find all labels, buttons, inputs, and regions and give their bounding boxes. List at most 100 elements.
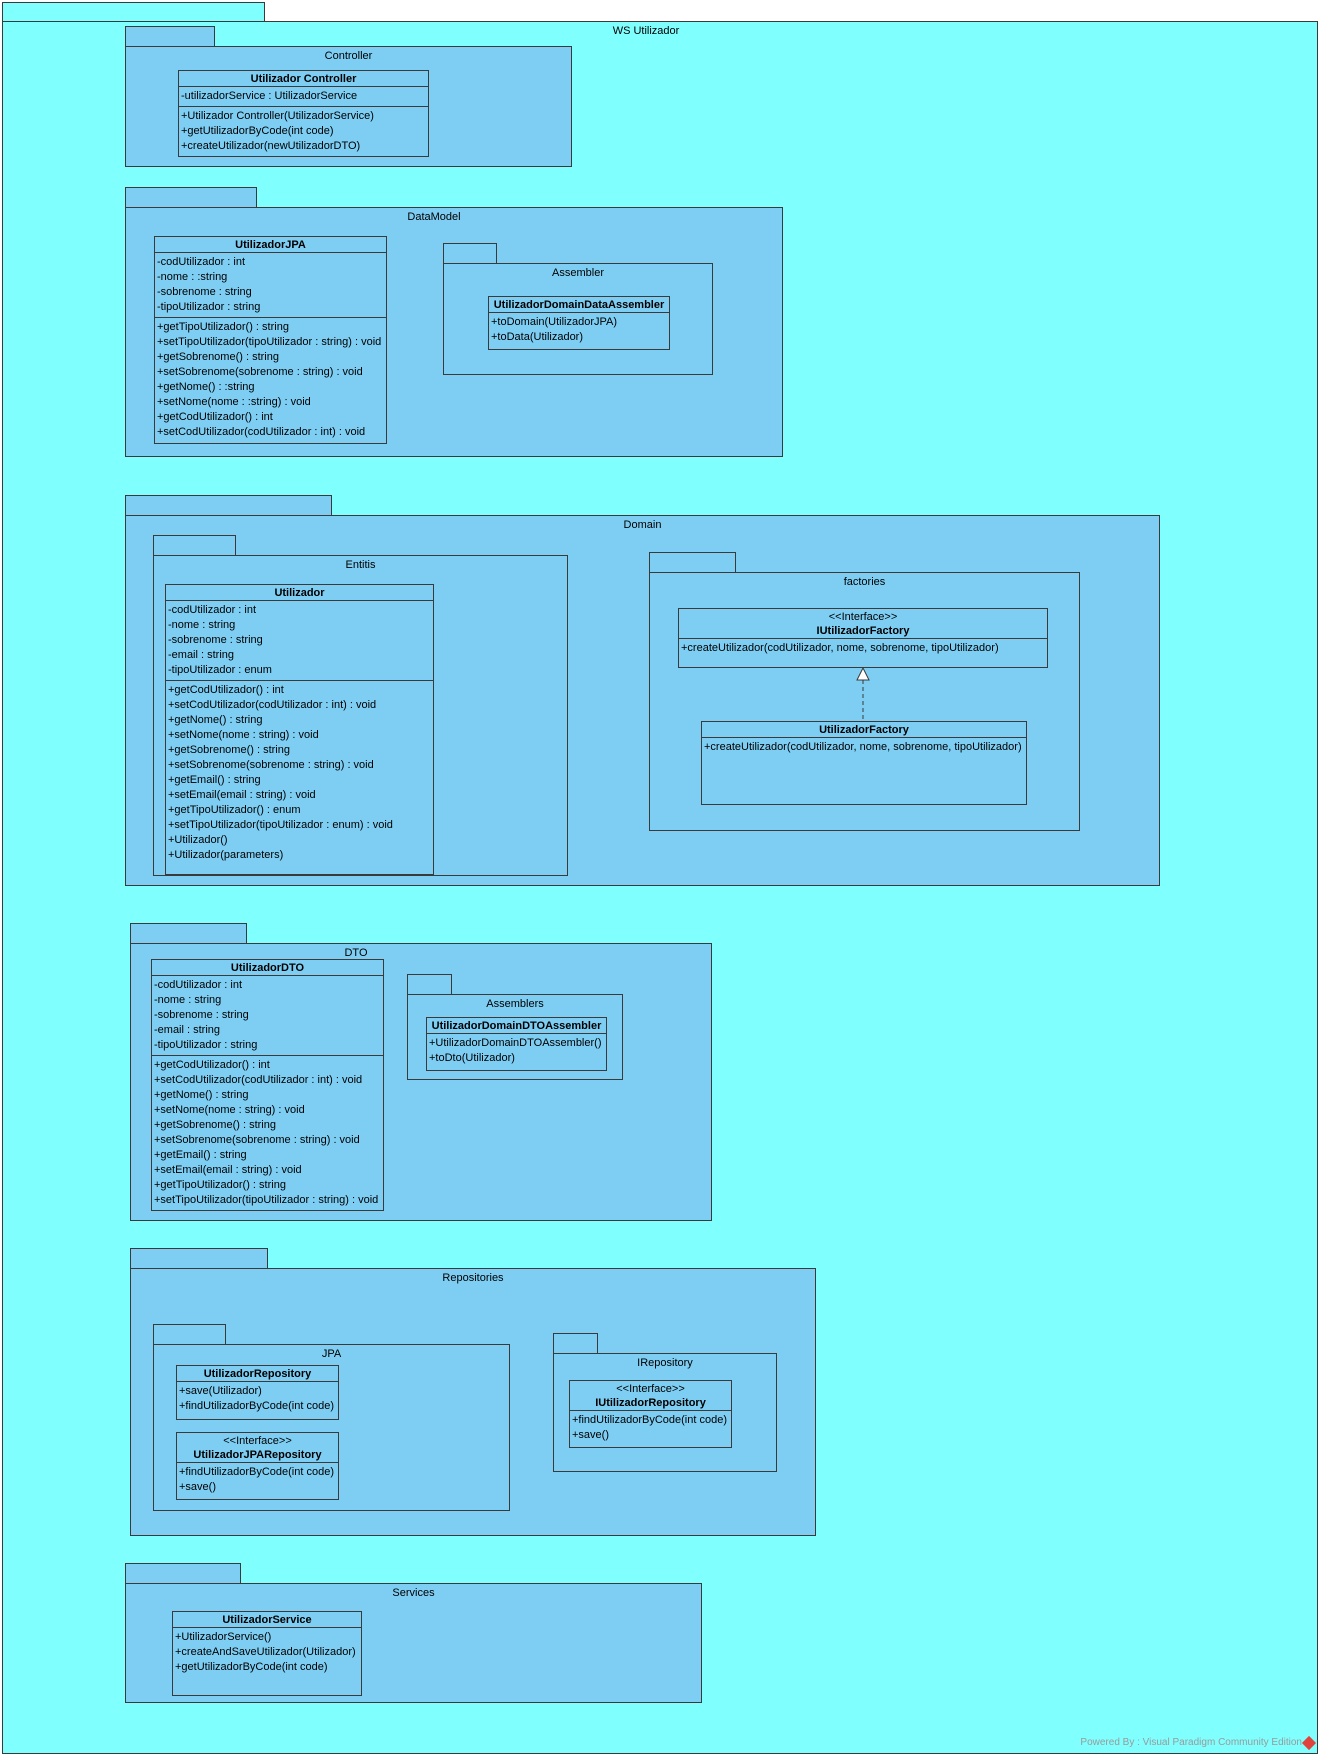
operations-compartment: +createUtilizador(codUtilizador, nome, s… [679,638,1047,658]
class-name: UtilizadorDomainDTOAssembler [431,1020,602,1032]
operation-row[interactable]: +getNome() : string [154,1089,249,1101]
operation-row[interactable]: +getNome() : string [168,714,263,726]
class-name: UtilizadorFactory [819,724,909,736]
attributes-compartment: -utilizadorService : UtilizadorService [179,86,428,106]
operation-row[interactable]: +getNome() : :string [157,381,255,393]
operation-row[interactable]: +setSobrenome(sobrenome : string) : void [157,366,363,378]
class-name-header: Utilizador [166,585,433,600]
operation-row[interactable]: +setTipoUtilizador(tipoUtilizador : stri… [154,1194,379,1206]
attribute-row[interactable]: -nome : string [154,994,222,1006]
operation-row[interactable]: +setCodUtilizador(codUtilizador : int) :… [154,1074,363,1086]
class-name: UtilizadorService [222,1614,312,1626]
operations-compartment: +UtilizadorService() +createAndSaveUtiliz… [173,1627,361,1677]
attribute-row[interactable]: -tipoUtilizador : string [157,301,261,313]
class-utilizador-domain-dto-assembler[interactable]: UtilizadorDomainDTOAssembler +UtilizadorD… [426,1017,607,1071]
operation-row[interactable]: +toDomain(UtilizadorJPA) [491,316,618,328]
attribute-row[interactable]: -nome : string [168,619,236,631]
attribute-row[interactable]: -sobrenome : string [168,634,263,646]
operation-row[interactable]: +setCodUtilizador(codUtilizador : int) :… [157,426,366,438]
class-name: UtilizadorJPARepository [193,1449,322,1461]
operation-row[interactable]: +createUtilizador(codUtilizador, nome, s… [704,741,1022,753]
attribute-row[interactable]: -sobrenome : string [157,286,252,298]
class-utilizador-jpa-repository[interactable]: <<Interface>>UtilizadorJPARepository+fin… [176,1432,339,1500]
operation-row[interactable]: +getTipoUtilizador() : enum [168,804,301,816]
operation-row[interactable]: +setTipoUtilizador(tipoUtilizador : stri… [157,336,382,348]
operation-row[interactable]: +getCodUtilizador() : int [157,411,273,423]
class-utilizador-controller[interactable]: Utilizador Controller -utilizadorService … [178,70,429,157]
operation-row[interactable]: +save() [572,1429,609,1441]
class-iutilizador-factory[interactable]: <<Interface>>IUtilizadorFactory+createUt… [678,608,1048,668]
class-name: UtilizadorDTO [230,962,305,974]
operation-row[interactable]: +getSobrenome() : string [154,1119,276,1131]
class-name: IUtilizadorRepository [595,1397,706,1409]
operation-row[interactable]: +Utilizador(parameters) [168,849,284,861]
attribute-row[interactable]: -sobrenome : string [154,1009,249,1021]
operation-row[interactable]: +getTipoUtilizador() : string [154,1179,286,1191]
class-name: UtilizadorDomainDataAssembler [493,299,665,311]
operation-row[interactable]: +toDto(Utilizador) [429,1052,515,1064]
operation-row[interactable]: +createAndSaveUtilizador(Utilizador) [175,1646,356,1658]
repositories-package-title: Repositories [442,1272,504,1284]
attribute-row[interactable]: -codUtilizador : int [154,979,243,991]
attribute-row[interactable]: -codUtilizador : int [157,256,246,268]
operation-row[interactable]: +UtilizadorDomainDTOAssembler() [429,1037,602,1049]
assembler-package-title: Assembler [552,267,604,279]
operation-row[interactable]: +findUtilizadorByCode(int code) [179,1400,334,1412]
operations-compartment: +findUtilizadorByCode(int code) +save() [177,1462,338,1497]
operation-row[interactable]: +setNome(nome : string) : void [168,729,319,741]
operation-row[interactable]: +Utilizador Controller(UtilizadorService… [181,110,374,122]
operation-row[interactable]: +getEmail() : string [154,1149,247,1161]
operation-row[interactable]: +findUtilizadorByCode(int code) [179,1466,334,1478]
operation-row[interactable]: +getSobrenome() : string [168,744,290,756]
class-iutilizador-repository[interactable]: <<Interface>>IUtilizadorRepository+findU… [569,1380,732,1448]
attribute-row[interactable]: -codUtilizador : int [168,604,257,616]
operation-row[interactable]: +setTipoUtilizador(tipoUtilizador : enum… [168,819,393,831]
class-utilizador[interactable]: Utilizador -codUtilizador : int -nome : st… [165,584,434,875]
operation-row[interactable]: +setSobrenome(sobrenome : string) : void [154,1134,360,1146]
attribute-row[interactable]: -nome : :string [157,271,228,283]
operation-row[interactable]: +UtilizadorService() [175,1631,272,1643]
operations-compartment: +save(Utilizador) +findUtilizadorByCode(i… [177,1381,338,1416]
operation-row[interactable]: +setNome(nome : :string) : void [157,396,311,408]
operations-compartment: +getCodUtilizador() : int +setCodUtilizad… [152,1055,383,1210]
class-name-header: UtilizadorDomainDTOAssembler [427,1018,606,1033]
operation-row[interactable]: +getUtilizadorByCode(int code) [175,1661,328,1673]
operation-row[interactable]: +save(Utilizador) [179,1385,262,1397]
stereotype-label: <<Interface>> [616,1383,685,1395]
operation-row[interactable]: +createUtilizador(codUtilizador, nome, s… [681,642,999,654]
operation-row[interactable]: +toData(Utilizador) [491,331,584,343]
operation-row[interactable]: +setEmail(email : string) : void [168,789,316,801]
attribute-row[interactable]: -tipoUtilizador : string [154,1039,258,1051]
operations-compartment: +Utilizador Controller(UtilizadorService… [179,106,428,156]
operation-row[interactable]: +getUtilizadorByCode(int code) [181,125,334,137]
class-utilizador-jpa[interactable]: UtilizadorJPA-codUtilizador : int-nome :… [154,236,387,444]
attribute-row[interactable]: -email : string [168,649,235,661]
operation-row[interactable]: +getCodUtilizador() : int [154,1059,270,1071]
operation-row[interactable]: +setCodUtilizador(codUtilizador : int) :… [168,699,377,711]
class-utilizador-dto[interactable]: UtilizadorDTO -codUtilizador : int -nome :… [151,959,384,1211]
attribute-row[interactable]: -email : string [154,1024,221,1036]
operation-row[interactable]: +getTipoUtilizador() : string [157,321,289,333]
attribute-row[interactable]: -tipoUtilizador : enum [168,664,272,676]
operation-row[interactable]: +getEmail() : string [168,774,261,786]
operation-row[interactable]: +setSobrenome(sobrenome : string) : void [168,759,374,771]
operation-row[interactable]: +createUtilizador(newUtilizadorDTO) [181,140,361,152]
operations-compartment: +findUtilizadorByCode(int code) +save() [570,1410,731,1445]
attribute-row[interactable]: -utilizadorService : UtilizadorService [181,90,358,102]
class-name: Utilizador Controller [250,73,357,85]
operation-row[interactable]: +save() [179,1481,216,1493]
operation-row[interactable]: +Utilizador() [168,834,228,846]
operation-row[interactable]: +getSobrenome() : string [157,351,279,363]
operation-row[interactable]: +setEmail(email : string) : void [154,1164,302,1176]
class-utilizador-factory[interactable]: UtilizadorFactory +createUtilizador(codUt… [701,721,1027,805]
class-utilizador-repository[interactable]: UtilizadorRepository+save(Utilizador)+fi… [176,1365,339,1420]
class-utilizador-domain-data-assembler[interactable]: UtilizadorDomainDataAssembler +toDomain(U… [488,296,670,350]
operation-row[interactable]: +setNome(nome : string) : void [154,1104,305,1116]
attributes-compartment: -codUtilizador : int -nome : string -sobre… [166,600,433,680]
class-name-header: Utilizador Controller [179,71,428,86]
irepository-package-title: IRepository [637,1357,693,1369]
class-name-header: UtilizadorDomainDataAssembler [489,297,669,312]
class-utilizador-service[interactable]: UtilizadorService +UtilizadorService() +cr… [172,1611,362,1696]
operation-row[interactable]: +getCodUtilizador() : int [168,684,284,696]
operation-row[interactable]: +findUtilizadorByCode(int code) [572,1414,727,1426]
